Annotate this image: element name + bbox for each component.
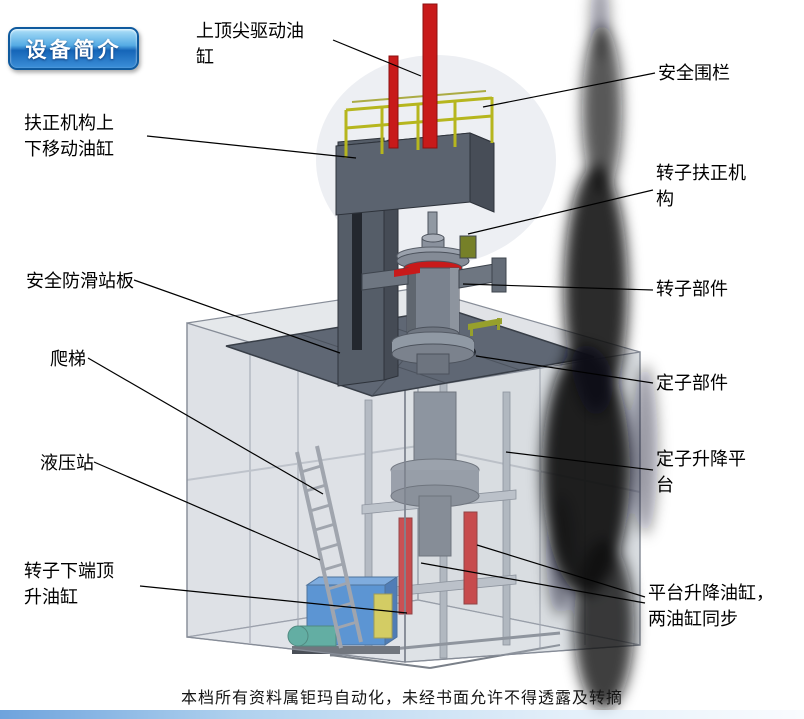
leader-lines [87,39,656,614]
leader-stator-part [475,355,654,384]
callout-rotor-part: 转子部件 [656,279,728,299]
leader-platform-cyl-1 [476,544,646,598]
callout-top-drive-cylinder: 上顶尖驱动油 缸 [196,21,304,68]
leader-ladder [87,357,324,495]
callout-centering-lift-cylinder: 扶正机构上 下移动油缸 [24,113,114,160]
footer-watermark: 本档所有资料属钜玛自动化，未经书面允许不得透露及转摘 [180,690,623,707]
top-drive-rods [388,3,438,149]
callout-stator-lift-platform: 定子升降平 台 [656,449,746,496]
shadow-smudge [542,0,658,710]
callout-anti-slip-platform: 安全防滑站板 [26,271,134,291]
platform-lift-cylinder-right [463,511,478,605]
callout-rotor-bottom-jack-cylinder: 转子下端顶 升油缸 [24,561,114,608]
callout-hydraulic-station: 液压站 [40,453,94,473]
leader-rotor-jack-cylinder [139,585,408,614]
ladder-structure [295,445,363,649]
callout-platform-lift-cylinders: 平台升降油缸， 两油缸同步 [648,583,774,630]
leader-rotor-part [462,283,654,291]
hydraulic-yellow-unit [373,593,393,639]
platform-mini-rail [468,318,502,330]
leader-centering-cylinder [146,135,357,159]
leader-stator-lift-platform [505,451,654,471]
callout-stator-part: 定子部件 [656,373,728,393]
callout-rotor-centering-mechanism: 转子扶正机 构 [656,163,746,210]
callout-ladder: 爬梯 [50,349,86,369]
callout-safety-fence: 安全围栏 [658,63,730,83]
leader-platform-cyl-2 [420,562,646,604]
leader-anti-slip-platform [133,279,341,354]
title-badge-label: 设备简介 [25,38,122,62]
bottom-accent-bar [0,710,804,719]
rotor-assembly [391,211,475,375]
hydraulic-station-box [287,576,400,654]
top-drive-rod-main [422,3,438,149]
leader-rotor-centering [467,189,654,235]
rotor-centering-brackets [361,235,507,293]
leader-hydraulic-station [93,461,321,561]
leader-top-drive-cylinder [332,39,422,77]
top-drive-rod-secondary [388,55,399,149]
safety-railing [344,90,494,158]
stator-column [390,391,480,557]
leader-safety-fence [482,72,656,108]
title-badge: 设备简介 [8,27,139,70]
red-clamp [394,266,420,277]
